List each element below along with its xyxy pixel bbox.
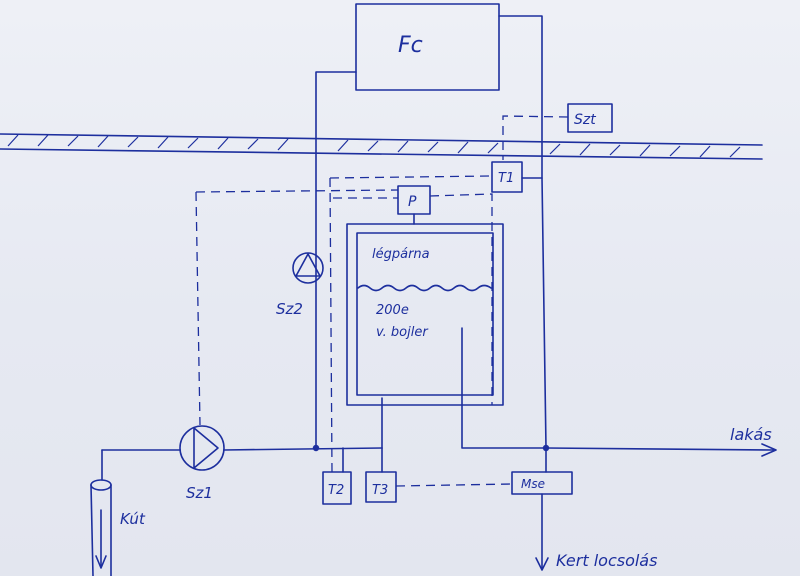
t3-box: T3 (365, 447, 397, 503)
sz1-label: Sz1 (186, 484, 213, 502)
garden-arrow (535, 557, 549, 571)
sz1-pump: Sz1 (179, 425, 225, 502)
t3-label: T3 (372, 483, 388, 498)
sz1-signal-line-top (195, 189, 399, 193)
fc-pipes (315, 15, 547, 449)
apartment-pipe (545, 447, 775, 451)
sz1-signal-line-down (195, 191, 201, 426)
well: Kút (90, 479, 146, 576)
sz2-pump: Sz2 (276, 252, 324, 318)
sz2-label: Sz2 (276, 300, 303, 318)
szt-label: Szt (574, 112, 596, 128)
t1-box: T1 (491, 161, 523, 193)
well-label: Kút (120, 510, 146, 528)
mse-box: Mse (511, 471, 573, 495)
supply-pipe (101, 447, 383, 451)
t1-signal-line (329, 175, 493, 179)
ground-line (0, 133, 763, 160)
tank-outlet-pipe (461, 327, 547, 449)
boiler-tank: légpárna 200e v. bojler (346, 223, 504, 406)
t3-signal-line (395, 483, 513, 487)
szt-box: Szt (567, 103, 613, 133)
t2-signal-line (329, 177, 333, 473)
t2-label: T2 (328, 483, 344, 498)
tank-name-label: v. bojler (376, 325, 429, 340)
szt-signal-line (502, 115, 569, 160)
apartment-label: lakás (730, 425, 772, 444)
air-cushion-label: légpárna (372, 247, 430, 262)
tank-volume-label: 200e (376, 303, 409, 318)
junction-dot (312, 444, 320, 452)
t2-box: T2 (322, 447, 352, 505)
t1-label: T1 (498, 171, 514, 186)
fc-label: Fc (398, 33, 423, 58)
garden-label: Kert locsolás (556, 551, 657, 570)
fc-box: Fc (355, 3, 500, 91)
apartment-arrow (761, 443, 777, 457)
p-to-tank-signal (429, 193, 493, 405)
p-box: P (397, 185, 431, 215)
p-label: P (408, 194, 417, 210)
mse-label: Mse (521, 477, 545, 491)
